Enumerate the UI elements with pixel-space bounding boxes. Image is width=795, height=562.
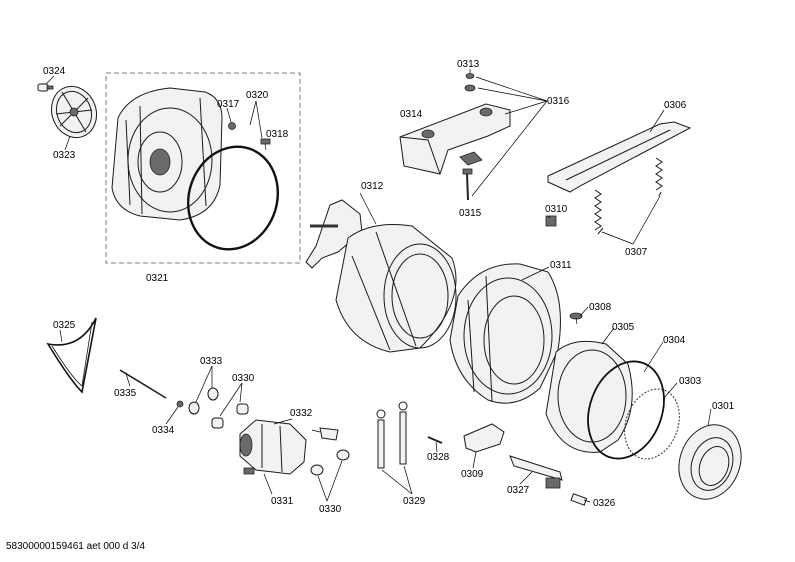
label-0307: 0307 <box>625 247 648 258</box>
part-0309-clip <box>463 423 505 453</box>
label-0330-bottom: 0330 <box>319 504 342 515</box>
part-0304-clamp-ring <box>587 360 665 460</box>
label-0325: 0325 <box>53 320 76 331</box>
part-0321-rear-tub <box>111 87 223 221</box>
part-0303-wire-ring <box>624 388 680 460</box>
label-0321: 0321 <box>146 273 169 284</box>
part-0332-connector <box>311 427 339 441</box>
part-0314-counterweight <box>399 103 511 175</box>
part-0318-bolt <box>260 138 271 151</box>
label-0327: 0327 <box>507 485 530 496</box>
part-0307-springs <box>594 157 663 235</box>
label-0332: 0332 <box>290 408 313 419</box>
label-0301: 0301 <box>712 401 735 412</box>
label-0315: 0315 <box>459 208 482 219</box>
label-0306: 0306 <box>664 100 687 111</box>
part-0333-bushing-a <box>188 401 200 415</box>
part-0330-bushing-d <box>336 449 350 461</box>
part-0325-belt <box>46 317 97 394</box>
part-0305-front-panel <box>545 340 633 453</box>
part-0327-heater <box>509 455 563 489</box>
part-0313-washers <box>464 73 476 92</box>
label-0310: 0310 <box>545 204 568 215</box>
label-0335: 0335 <box>114 388 137 399</box>
label-0309: 0309 <box>461 469 484 480</box>
part-0330-bushing-c <box>310 464 324 476</box>
label-0320: 0320 <box>246 90 269 101</box>
part-0317-nut <box>228 122 236 130</box>
label-0326: 0326 <box>593 498 616 509</box>
label-0303: 0303 <box>679 376 702 387</box>
part-0312-drum <box>305 199 457 353</box>
label-0305: 0305 <box>612 322 635 333</box>
label-0304: 0304 <box>663 335 686 346</box>
document-id-footer: 58300000159461 aet 000 d 3/4 <box>6 541 146 552</box>
part-0328-screw <box>427 436 443 444</box>
label-0312: 0312 <box>361 181 384 192</box>
part-0315-bolt <box>459 151 483 201</box>
label-0313: 0313 <box>457 59 480 70</box>
label-0311: 0311 <box>550 260 572 271</box>
label-0330-top: 0330 <box>232 373 255 384</box>
part-0306-bracket <box>547 121 692 193</box>
label-0316: 0316 <box>547 96 570 107</box>
label-0334: 0334 <box>152 425 175 436</box>
part-0330-bushing-a <box>236 403 249 415</box>
part-0331-motor <box>239 419 307 475</box>
part-0334-nut <box>176 400 184 408</box>
part-0330-bushing-b <box>211 417 224 429</box>
part-0301-door-seal <box>678 424 742 500</box>
part-0326-sensor <box>570 493 588 506</box>
part-0323-pulley <box>50 85 98 139</box>
part-0324-screw <box>37 83 54 92</box>
part-0325-belt-inner <box>51 321 93 387</box>
label-0314: 0314 <box>400 109 423 120</box>
part-0308-screw <box>569 312 583 325</box>
label-0308: 0308 <box>589 302 612 313</box>
label-0328: 0328 <box>427 452 450 463</box>
label-0317: 0317 <box>217 99 240 110</box>
part-0311-front-tub <box>449 263 561 404</box>
group-frame-0321 <box>105 72 301 264</box>
label-0331: 0331 <box>271 496 294 507</box>
part-0333-bushing-b <box>207 387 219 401</box>
label-0324: 0324 <box>43 66 66 77</box>
part-0320-seal-ring <box>186 145 280 251</box>
label-0318: 0318 <box>266 129 289 140</box>
part-0310-block <box>545 215 557 227</box>
label-0329: 0329 <box>403 496 426 507</box>
leader-lines <box>45 69 712 503</box>
part-0329-shock-absorbers <box>376 401 408 469</box>
label-0333: 0333 <box>200 356 223 367</box>
part-0335-rod <box>119 369 167 399</box>
label-0323: 0323 <box>53 150 76 161</box>
